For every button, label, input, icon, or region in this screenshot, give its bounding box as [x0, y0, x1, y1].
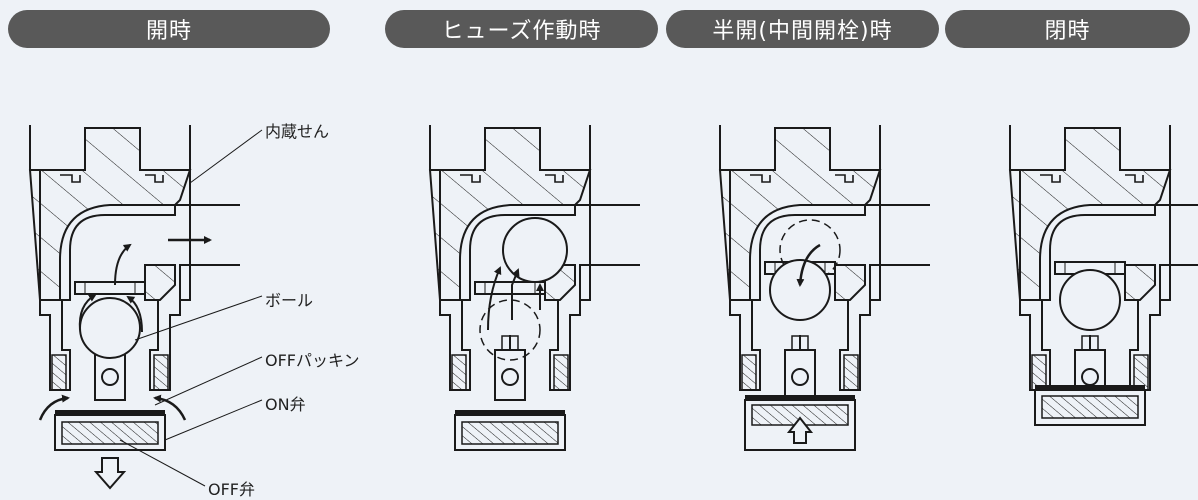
- label-off-packing: OFFパッキン: [265, 351, 360, 370]
- label-builtin-plug: 内蔵せん: [265, 122, 330, 141]
- panel-half-open: [719, 124, 931, 451]
- header-fuse-activated: ヒューズ作動時: [385, 10, 658, 48]
- label-ball: ボール: [265, 291, 314, 310]
- panel-open: [29, 124, 263, 490]
- panel-fuse-activated: [429, 124, 641, 451]
- panel-closed: [1009, 124, 1198, 426]
- header-open: 開時: [8, 10, 330, 48]
- header-half-open: 半開(中間開栓)時: [666, 10, 939, 48]
- label-off-valve: OFF弁: [208, 480, 256, 499]
- label-on-valve: ON弁: [265, 395, 306, 414]
- header-closed: 閉時: [945, 10, 1190, 48]
